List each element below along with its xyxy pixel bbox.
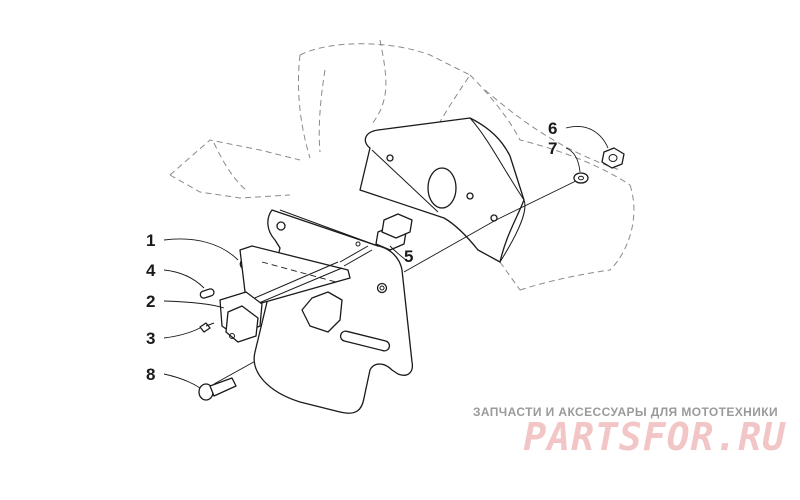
callout-4: 4 xyxy=(146,261,156,280)
bolt-part xyxy=(198,377,237,401)
watermark-tagline: ЗАПЧАСТИ И АКСЕССУАРЫ ДЛЯ МОТОТЕХНИКИ xyxy=(473,405,778,419)
bulb-part xyxy=(199,288,215,299)
callout-1: 1 xyxy=(146,231,155,250)
callout-8: 8 xyxy=(146,365,155,384)
watermark-logo: PARTSFOR.RU xyxy=(523,415,786,459)
callout-3: 3 xyxy=(146,329,155,348)
screw-part xyxy=(199,322,215,333)
washer-part xyxy=(573,172,589,184)
tail-lamp-assembly xyxy=(219,245,351,343)
nut-part xyxy=(601,147,625,169)
harness-connector xyxy=(339,213,413,267)
fender-bracket xyxy=(359,117,526,263)
callout-7: 7 xyxy=(548,139,557,158)
callout-2: 2 xyxy=(146,292,155,311)
callout-5: 5 xyxy=(404,247,413,266)
callout-6: 6 xyxy=(548,119,557,138)
